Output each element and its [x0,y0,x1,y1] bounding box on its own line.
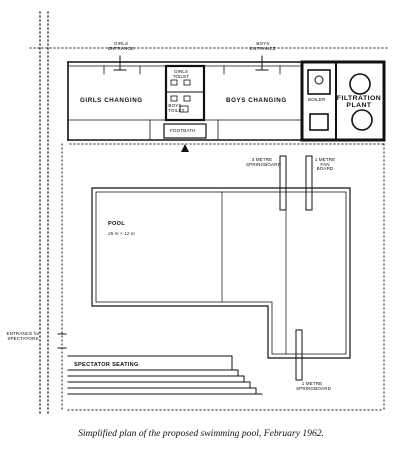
figure-caption: Simplified plan of the proposed swimming… [78,428,324,439]
label-spectator-seating: SPECTATOR SEATING [74,362,139,368]
label-pool-dimensions: 25 m × 12 m [108,231,135,236]
perimeter-dotted-boundary [29,11,391,417]
label-3m-springboard: 3 METRE SPRINGBOARD [246,157,282,167]
label-girls-changing: GIRLS CHANGING [80,97,143,104]
footbath-corridor [149,119,219,141]
label-boys-changing: BOYS CHANGING [226,97,287,104]
label-boys-toilet: BOYS TOILET [168,103,185,113]
pool-outline [91,187,351,359]
spectator-seating [67,355,263,395]
diving-boards [279,155,313,381]
label-girls-toilet: GIRLS TOILET [172,69,190,79]
label-filtration-plant: FILTRATION PLANT [336,95,382,109]
spectator-entrance-gap [57,333,67,349]
entry-arrow [181,144,189,152]
label-girls-entrance: GIRLS ENTRANCE [107,41,135,51]
label-entrance-spectators: ENTRANCE for SPECTATORS [6,331,40,341]
label-1m-springboard: 1 METRE SPRINGBOARD [296,381,332,391]
plant-room [300,60,386,142]
label-footbath: FOOTBATH [170,128,196,133]
label-pool: POOL [108,221,126,227]
label-boiler: BOILER [308,97,326,102]
toilet-core [164,64,206,122]
label-1m-fan-board: 1 METRE FAN BOARD [314,157,336,172]
label-boys-entrance: BOYS ENTRANCE [249,41,277,51]
